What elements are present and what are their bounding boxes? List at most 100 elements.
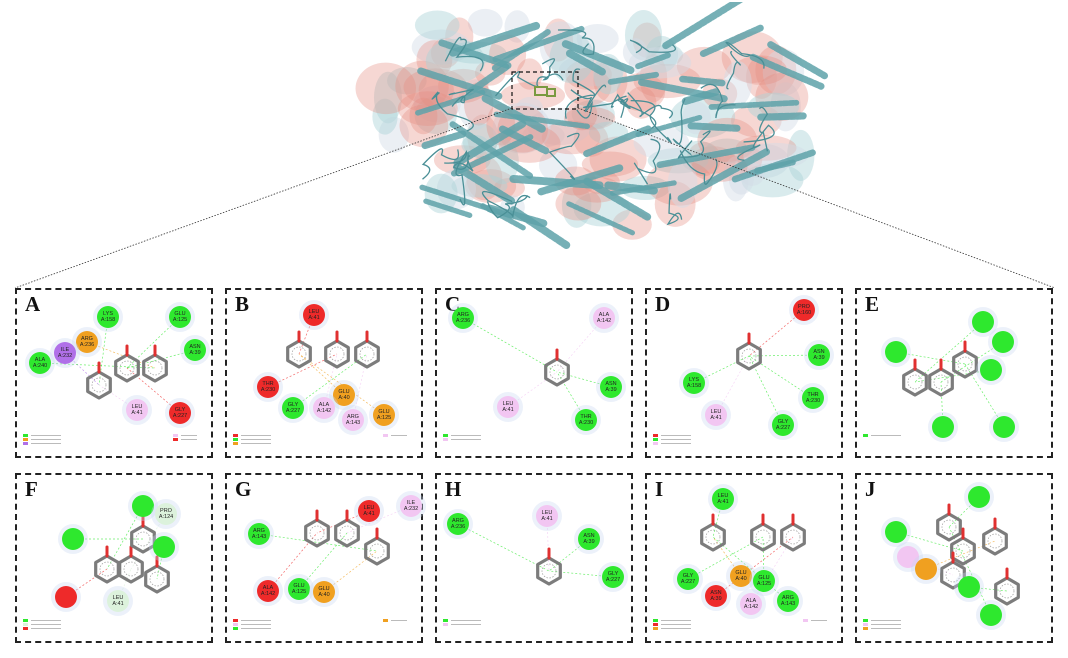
- interaction-line: [298, 314, 315, 355]
- legend-swatch: [653, 442, 658, 445]
- interaction-line: [267, 532, 318, 592]
- residue-green: GLY A:227: [677, 568, 699, 590]
- interaction-legend: [23, 430, 209, 448]
- aromatic-marker: [329, 346, 345, 362]
- ligand-ring: [736, 341, 762, 371]
- residue-pale: PRO A:124: [155, 503, 177, 525]
- aromatic-marker: [941, 519, 957, 535]
- legend-text: [241, 443, 271, 444]
- interaction-legend: [23, 615, 209, 633]
- interaction-line: [715, 536, 794, 597]
- aromatic-marker: [541, 563, 557, 579]
- legend-text: [391, 435, 407, 436]
- protein-helices: [415, 2, 829, 249]
- aromatic-marker: [309, 525, 325, 541]
- interaction-legend: [233, 615, 419, 633]
- panel-e: E: [855, 288, 1053, 458]
- residue-pink: [897, 546, 919, 568]
- panel-letter: H: [445, 477, 462, 501]
- legend-text: [241, 628, 271, 629]
- residue-purple: ILE A:232: [54, 342, 76, 364]
- ligand-ring: [144, 564, 170, 594]
- ligand-ring: [86, 370, 112, 400]
- aromatic-marker: [785, 529, 801, 545]
- legend-text: [811, 620, 827, 621]
- legend-swatch: [233, 442, 238, 445]
- residue-green: [980, 604, 1002, 626]
- legend-swatch: [23, 438, 28, 441]
- aromatic-marker: [135, 531, 151, 547]
- ligand-ring: [286, 339, 312, 369]
- aromatic-marker: [549, 364, 565, 380]
- aromatic-marker: [907, 374, 923, 390]
- aromatic-marker: [123, 561, 139, 577]
- legend-swatch: [443, 623, 448, 626]
- legend-text: [31, 624, 61, 625]
- ligand-ring: [936, 512, 962, 542]
- ligand-ring: [902, 367, 928, 397]
- residue-red: LEU A:41: [303, 304, 325, 326]
- residue-green: LYS A:158: [683, 372, 705, 394]
- residue-green: GLU A:125: [753, 570, 775, 592]
- interaction-line: [750, 536, 794, 605]
- residue-green: GLU A:125: [288, 578, 310, 600]
- legend-swatch: [863, 434, 868, 437]
- residue-green: GLY A:227: [282, 397, 304, 419]
- ligand-ring: [354, 339, 380, 369]
- residue-green: [992, 331, 1014, 353]
- ligand-ring: [544, 357, 570, 387]
- interaction-line: [925, 540, 996, 570]
- residue-orange: [915, 558, 937, 580]
- zoom-guide-lines: [14, 107, 1056, 289]
- ligand-ring: [536, 556, 562, 586]
- ligand-ring: [982, 526, 1008, 556]
- panel-j: J: [855, 473, 1053, 643]
- ligand-ring: [114, 353, 140, 383]
- residue-pink: LEU A:41: [536, 505, 558, 527]
- aromatic-marker: [369, 543, 385, 559]
- ligand-ring: [750, 522, 776, 552]
- residue-pink: ARG A:143: [342, 409, 364, 431]
- residue-green: [153, 536, 175, 558]
- panel-letter: I: [655, 477, 664, 501]
- legend-text: [31, 439, 61, 440]
- ligand-ring: [334, 518, 360, 548]
- residue-orange: GLU A:40: [313, 581, 335, 603]
- legend-swatch: [653, 623, 658, 626]
- legend-swatch: [173, 434, 178, 437]
- legend-text: [241, 624, 271, 625]
- aromatic-marker: [291, 346, 307, 362]
- residue-orange: ARG A:236: [76, 331, 98, 353]
- legend-text: [661, 443, 691, 444]
- aromatic-marker: [987, 533, 1003, 549]
- residue-red: ASN A:39: [705, 585, 727, 607]
- residue-green: [885, 521, 907, 543]
- residue-green: ASN A:39: [184, 339, 206, 361]
- residue-red: LEU A:41: [358, 500, 380, 522]
- legend-text: [871, 624, 901, 625]
- residue-green: [132, 495, 154, 517]
- ligand-ring: [324, 339, 350, 369]
- residue-pink: ALA A:142: [593, 307, 615, 329]
- residue-green: [993, 416, 1015, 438]
- ligand-ring: [928, 367, 954, 397]
- residue-pink: LEU A:41: [705, 404, 727, 426]
- legend-text: [241, 620, 271, 621]
- interaction-line: [457, 523, 550, 572]
- residue-green: [885, 341, 907, 363]
- legend-swatch: [653, 438, 658, 441]
- panel-letter: F: [25, 477, 38, 501]
- aromatic-marker: [339, 525, 355, 541]
- panel-letter: B: [235, 292, 250, 316]
- legend-swatch: [23, 619, 28, 622]
- aromatic-marker: [945, 567, 961, 583]
- legend-text: [451, 435, 481, 436]
- legend-swatch: [653, 627, 658, 630]
- ligand-2d-diagram: [693, 309, 820, 426]
- interaction-legend: [233, 430, 419, 448]
- ligand-ring: [994, 576, 1020, 606]
